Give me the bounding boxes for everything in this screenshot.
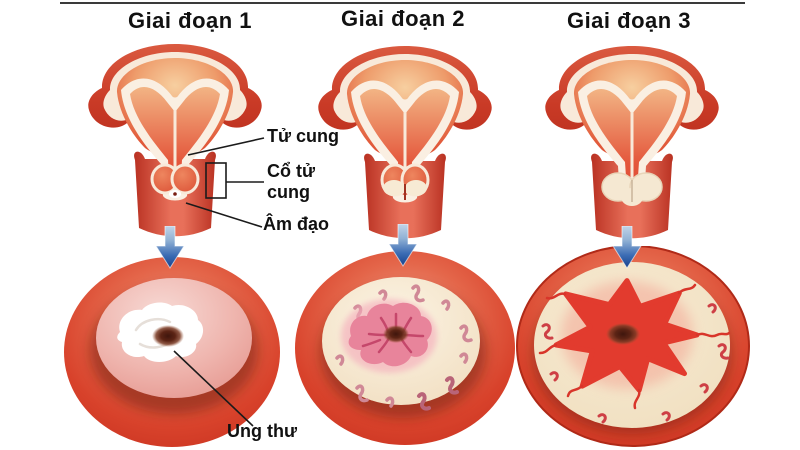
arrow-down-icon-2 [388,224,418,267]
stage-2-title: Giai đoạn 2 [340,6,466,31]
label-cervix: Cổ tử cung [267,161,316,202]
label-uterus: Tử cung [267,126,340,146]
stage-3-title: Giai đoạn 3 [566,8,692,33]
uterus-illustration-stage-3 [545,46,719,239]
cervix-bracket [205,162,227,199]
arrow-down-icon-3 [612,226,642,269]
stage-1-title: Giai đoạn 1 [127,8,253,33]
uterus-leader-line [187,137,265,156]
cervix-closeup-stage-2 [295,251,515,445]
cancer-leader-line [173,350,254,427]
uterus-illustration-stage-1 [88,44,262,237]
tumor-speckles [335,284,473,411]
label-cancer: Ung thư [227,421,298,441]
arrow-down-icon-1 [155,226,185,269]
top-border-line [60,2,745,4]
tumor-tendrils [538,283,731,410]
cervix-closeup-stage-3 [516,246,750,447]
uterus-illustration-stage-2 [318,46,492,239]
label-vagina: Âm đạo [263,214,330,234]
vagina-leader-line [185,202,263,228]
tumor-vessels [541,303,730,424]
